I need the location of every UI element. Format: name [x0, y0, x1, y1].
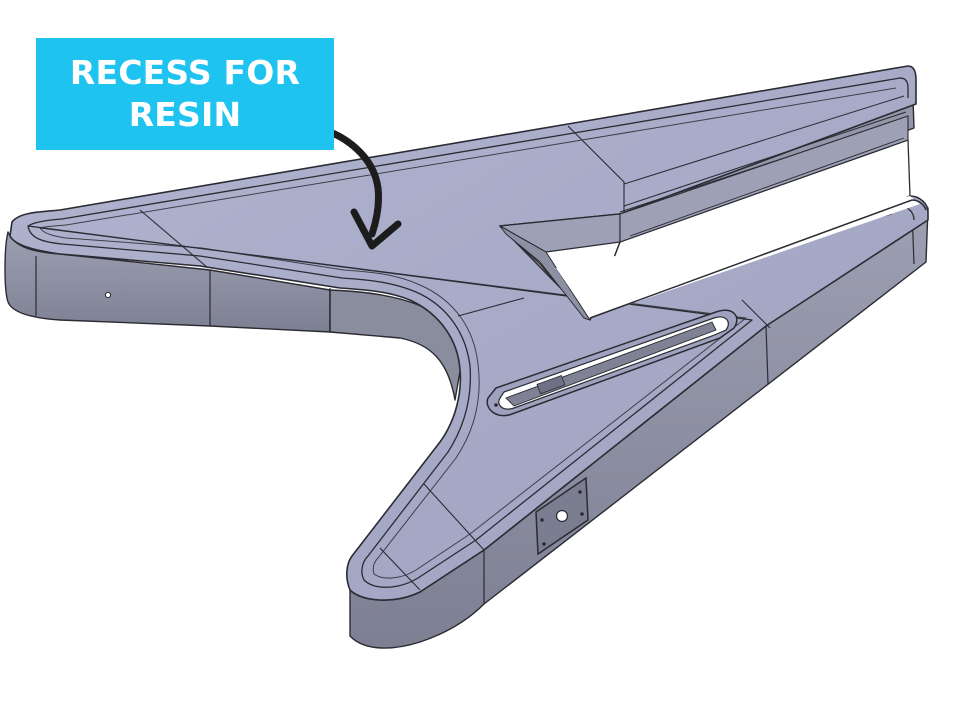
callout-line-2: RESIN	[128, 95, 242, 134]
top-face-surface	[9, 65, 929, 601]
callout-line-1: RECESS FOR	[69, 53, 301, 92]
side-hole	[104, 291, 112, 299]
rect-cutout	[499, 115, 927, 321]
recess-for-resin-label: RECESS FOR RESIN	[36, 38, 334, 150]
mounting-plate	[535, 476, 589, 556]
oblong-slot	[486, 309, 738, 417]
callout-arrow	[304, 122, 402, 250]
